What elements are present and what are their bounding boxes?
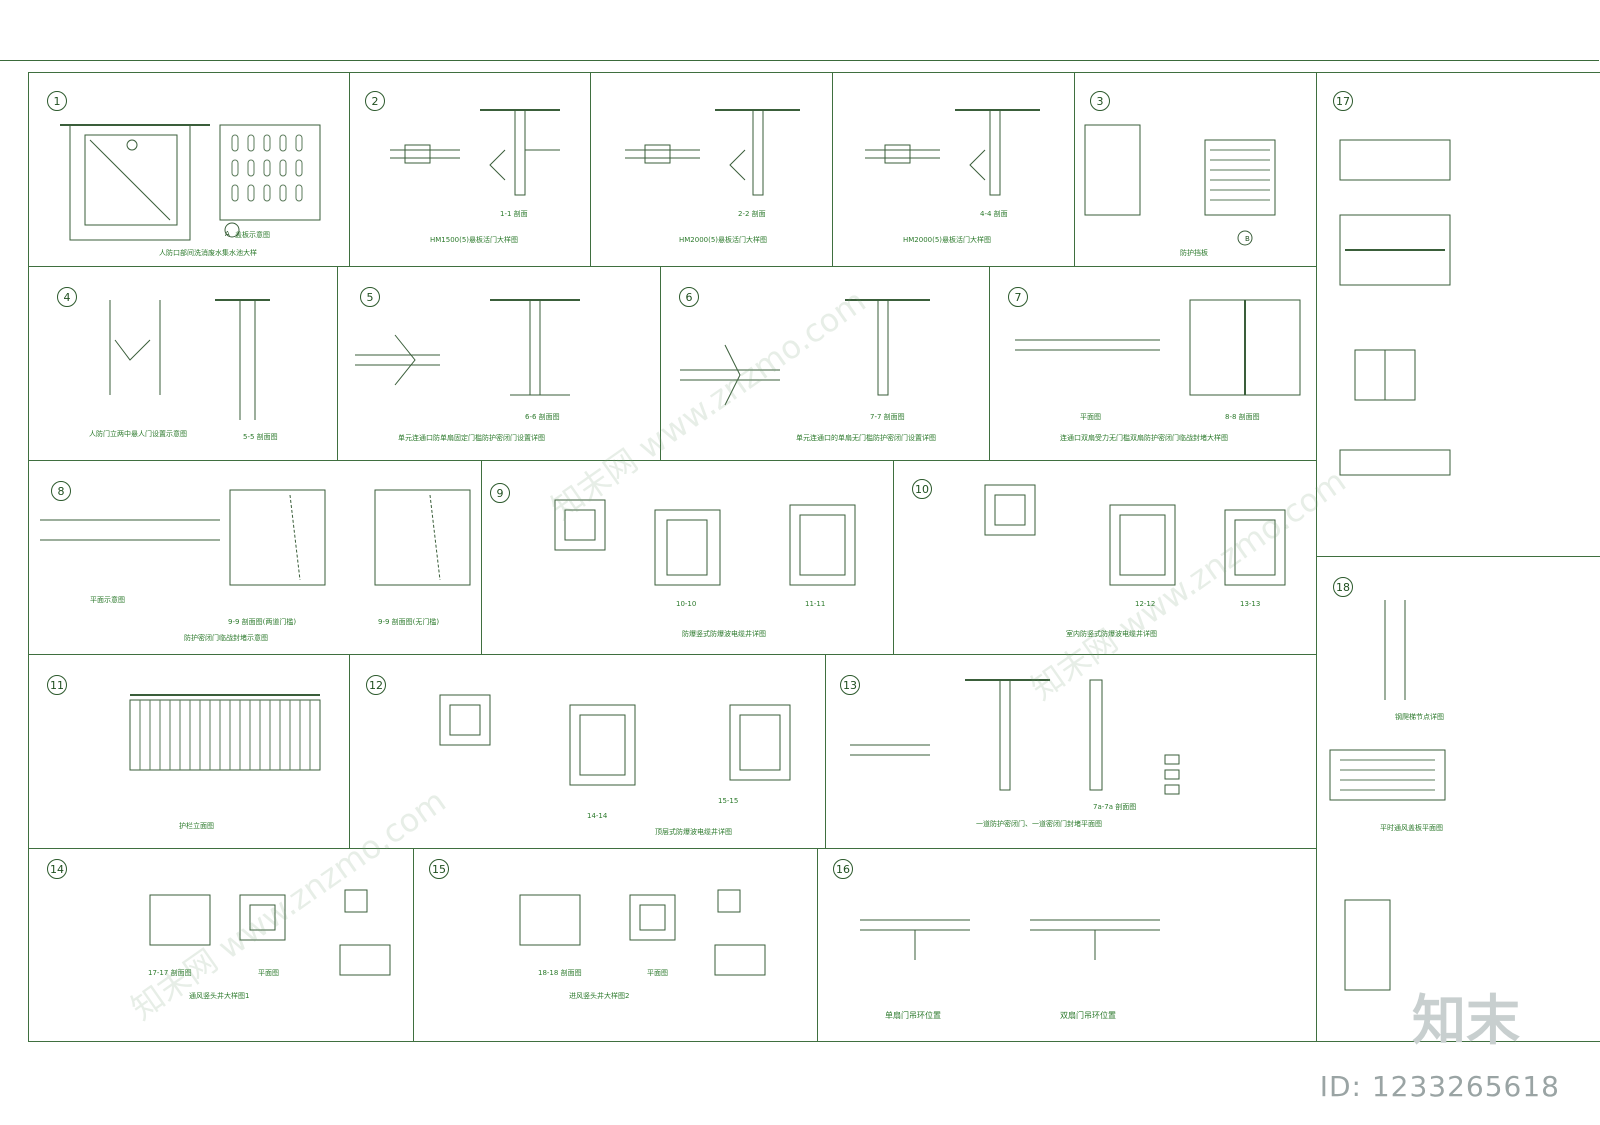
sub-caption: 18-18 剖面图 [538, 969, 582, 977]
valve-detail-2 [625, 109, 800, 196]
sub-caption: 7-7 剖面图 [870, 413, 905, 421]
panel-number: 9 [490, 483, 510, 503]
panel-number: 8 [51, 481, 71, 501]
sub-caption: 4-4 剖面 [980, 210, 1008, 218]
panel-number: 17 [1333, 91, 1353, 111]
sub-caption: 平面示意图 [90, 596, 125, 604]
sub-caption: 单扇门吊环位置 [885, 1011, 941, 1020]
panel-caption: 连通口双扇受力无门槛双扇防护密闭门临战封堵大样图 [1060, 434, 1228, 442]
pit-outline [69, 124, 191, 241]
panel-number: 18 [1333, 577, 1353, 597]
cover-plate [219, 124, 321, 221]
sub-caption: 1-1 剖面 [500, 210, 528, 218]
panel-number: 10 [912, 479, 932, 499]
grate-plan [1204, 139, 1276, 216]
panel-number: 3 [1090, 91, 1110, 111]
sub-caption: 平面图 [647, 969, 668, 977]
panel-number: 11 [47, 675, 67, 695]
panel-caption: 防护密闭门临战封堵示意图 [184, 634, 268, 642]
panel-caption: HM1500(5)悬板活门大样图 [430, 236, 519, 244]
sub-caption: 10-10 [676, 600, 697, 608]
valve-detail-1 [390, 109, 560, 196]
panel-caption: 防护挡板 [1180, 249, 1208, 257]
sub-caption: 平面图 [1080, 413, 1101, 421]
sub-caption: 13-13 [1240, 600, 1261, 608]
panel-caption: 一道防护密闭门、一道密闭门封堵平面图 [976, 820, 1102, 828]
panel-caption: 通风竖头井大样图1 [189, 992, 250, 1000]
sub-caption: 6-6 剖面图 [525, 413, 560, 421]
panel-caption: 室内防竖式防爆波电缆井详图 [1066, 630, 1157, 638]
sub-caption: 5-5 剖面图 [243, 433, 278, 441]
sub-caption: 盖板示意图 [235, 231, 270, 239]
sub-caption: 2-2 剖面 [738, 210, 766, 218]
panel-caption: 防爆竖式防爆波电缆井详图 [682, 630, 766, 638]
sub-caption: 9-9 剖面图(两道门槛) [228, 618, 297, 626]
panel-16: 16 [817, 848, 1317, 1042]
sub-caption: 平面图 [258, 969, 279, 977]
valve-detail-3 [865, 109, 1040, 196]
sub-caption: 15-15 [718, 797, 739, 805]
panel-caption: 单元连通口防单扇固定门槛防护密闭门设置详图 [398, 434, 545, 442]
sub-caption: B [1245, 235, 1250, 243]
image-id-label: ID: 1233265618 [1319, 1070, 1560, 1103]
panel-number: 13 [840, 675, 860, 695]
panel-caption: HM2000(5)悬板活门大样图 [903, 236, 992, 244]
panel-number: 5 [360, 287, 380, 307]
panel-caption: 进风竖头井大样图2 [569, 992, 630, 1000]
panel-number: 12 [366, 675, 386, 695]
sub-caption: 7a-7a 剖面图 [1093, 803, 1137, 811]
panel-number: 6 [679, 287, 699, 307]
panel-number: 16 [833, 859, 853, 879]
panel-caption: 人防门立两中悬人门设置示意图 [89, 430, 187, 438]
sub-caption: 17-17 剖面图 [148, 969, 192, 977]
sub-caption: 12-12 [1135, 600, 1156, 608]
panel-number: 1 [47, 91, 67, 111]
sub-caption: 14-14 [587, 812, 608, 820]
sub-caption: 钢爬梯节点详图 [1395, 713, 1444, 721]
panel-caption: 人防口部间洗消废水集水池大样 [159, 249, 257, 257]
sheet-top-border [0, 60, 1599, 61]
railing-elevation [129, 699, 321, 771]
sub-caption: 9-9 剖面图(无门槛) [378, 618, 440, 626]
panel-caption: HM2000(5)悬板活门大样图 [679, 236, 768, 244]
panel-number: 2 [365, 91, 385, 111]
sub-caption: A [225, 230, 230, 238]
sub-caption: 8-8 剖面图 [1225, 413, 1260, 421]
sub-caption: 双扇门吊环位置 [1060, 1011, 1116, 1020]
sub-caption: 11-11 [805, 600, 826, 608]
panel-caption: 护栏立面图 [179, 822, 214, 830]
panel-caption: 顶层式防爆波电缆井详图 [655, 828, 732, 836]
panel-number: 7 [1008, 287, 1028, 307]
panel-number: 14 [47, 859, 67, 879]
sub-caption: 平时通风盖板平面图 [1380, 824, 1443, 832]
panel-caption: 单元连通口的单扇无门槛防护密闭门设置详图 [796, 434, 936, 442]
panel-number: 4 [57, 287, 77, 307]
site-logo: 知末 [1412, 989, 1520, 1052]
panel-number: 15 [429, 859, 449, 879]
